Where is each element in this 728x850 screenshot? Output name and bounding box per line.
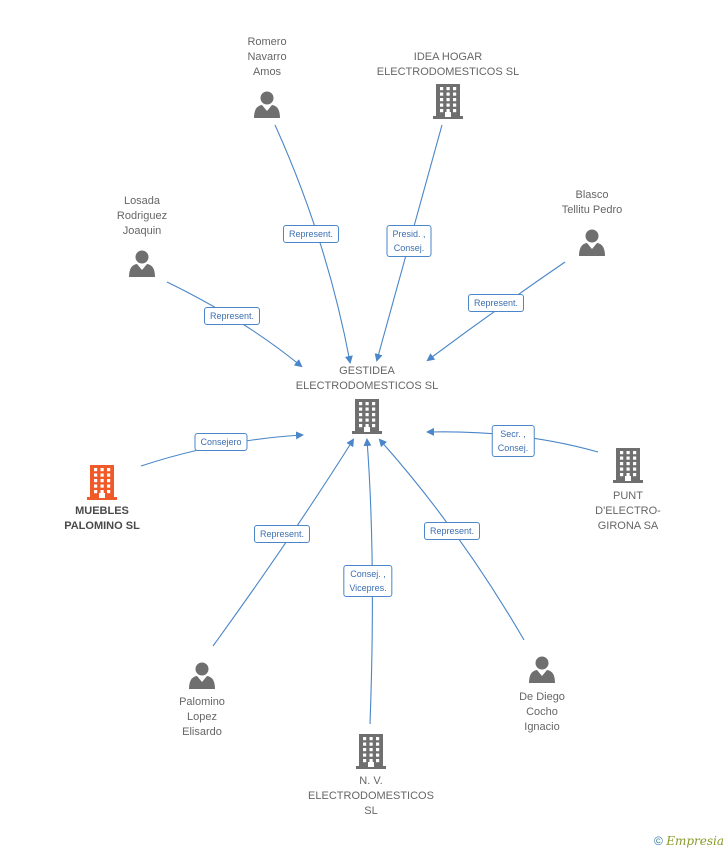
person-icon[interactable] (577, 227, 607, 257)
center-company-building-icon[interactable] (351, 398, 383, 434)
edge-label-palomino[interactable]: Represent. (253, 525, 311, 543)
edge-label-nv[interactable]: Consej. , Vicepres. (343, 565, 393, 597)
copyright-symbol: © (654, 834, 663, 848)
node-label-line: Palomino (179, 696, 225, 708)
node-label-line: Ignacio (524, 721, 560, 733)
node-label-line: Navarro (247, 51, 287, 63)
edge-label-losada[interactable]: Represent. (203, 307, 261, 325)
edge-label-line: Secr. , (500, 429, 526, 439)
building-icon[interactable] (432, 83, 464, 119)
node-label-line: MUEBLES (75, 505, 129, 517)
node-label-line: SL (364, 805, 378, 817)
edge-label-line: Consej. , (350, 569, 386, 579)
node-label-line: Losada (123, 195, 161, 207)
edge-label-line: Consej. (497, 443, 529, 453)
node-label-line: Rodriguez (116, 210, 168, 222)
node-label-line: GESTIDEA (339, 365, 395, 377)
center-company-label[interactable]: GESTIDEA ELECTRODOMESTICOS SL (296, 364, 438, 394)
node-label-nv[interactable]: N. V. ELECTRODOMESTICOS SL (308, 774, 434, 819)
edge-label-line: Represent. (429, 526, 475, 536)
edge-dediego (378, 438, 525, 641)
edge-label-blasco[interactable]: Represent. (467, 294, 525, 312)
node-label-line: IDEA HOGAR (413, 51, 483, 63)
node-label-line: Joaquin (122, 225, 162, 237)
building-icon[interactable] (612, 447, 644, 483)
edge-label-line: Represent. (288, 229, 334, 239)
node-label-line: ELECTRODOMESTICOS SL (295, 380, 439, 392)
person-icon[interactable] (127, 248, 157, 278)
node-label-line: PUNT (613, 490, 643, 502)
node-label-line: Romero (247, 36, 287, 48)
brand-logo[interactable]: Empresia (666, 834, 724, 848)
node-label-line: De Diego (519, 691, 565, 703)
edge-label-line: Represent. (473, 298, 519, 308)
building-icon[interactable] (355, 733, 387, 769)
person-icon[interactable] (527, 654, 557, 684)
person-icon[interactable] (252, 89, 282, 119)
node-label-line: N. V. (359, 775, 383, 787)
footer: © Empresia (654, 834, 724, 848)
node-label-muebles[interactable]: MUEBLES PALOMINO SL (64, 504, 140, 534)
node-label-line: Cocho (526, 706, 558, 718)
node-label-line: Blasco (575, 189, 609, 201)
edge-label-idea-hogar[interactable]: Presid. , Consej. (386, 225, 432, 257)
edge-label-punt[interactable]: Secr. , Consej. (491, 425, 535, 457)
node-label-idea-hogar[interactable]: IDEA HOGAR ELECTRODOMESTICOS SL (377, 50, 519, 80)
node-label-line: Tellitu Pedro (561, 204, 623, 216)
edge-label-line: Represent. (259, 529, 305, 539)
node-label-line: ELECTRODOMESTICOS (308, 790, 434, 802)
edge-label-line: Presid. , (392, 229, 426, 239)
node-label-punt[interactable]: PUNT D'ELECTRO- GIRONA SA (595, 489, 661, 534)
building-icon[interactable] (86, 464, 118, 500)
node-label-line: D'ELECTRO- (595, 505, 661, 517)
edge-palomino (212, 438, 355, 647)
node-label-line: ELECTRODOMESTICOS SL (376, 66, 520, 78)
edge-label-line: Consejero (200, 437, 242, 447)
node-label-line: GIRONA SA (597, 520, 659, 532)
edge-romero (274, 124, 353, 364)
edge-label-romero[interactable]: Represent. (282, 225, 340, 243)
edge-label-dediego[interactable]: Represent. (423, 522, 481, 540)
node-label-line: PALOMINO SL (64, 520, 140, 532)
edge-label-line: Represent. (209, 311, 255, 321)
edge-label-muebles[interactable]: Consejero (194, 433, 248, 451)
node-label-line: Elisardo (182, 726, 222, 738)
edge-label-line: Consej. (393, 243, 425, 253)
node-label-line: Amos (252, 66, 282, 78)
person-icon[interactable] (187, 660, 217, 690)
node-label-line: Lopez (187, 711, 217, 723)
edge-label-line: Vicepres. (349, 583, 387, 593)
